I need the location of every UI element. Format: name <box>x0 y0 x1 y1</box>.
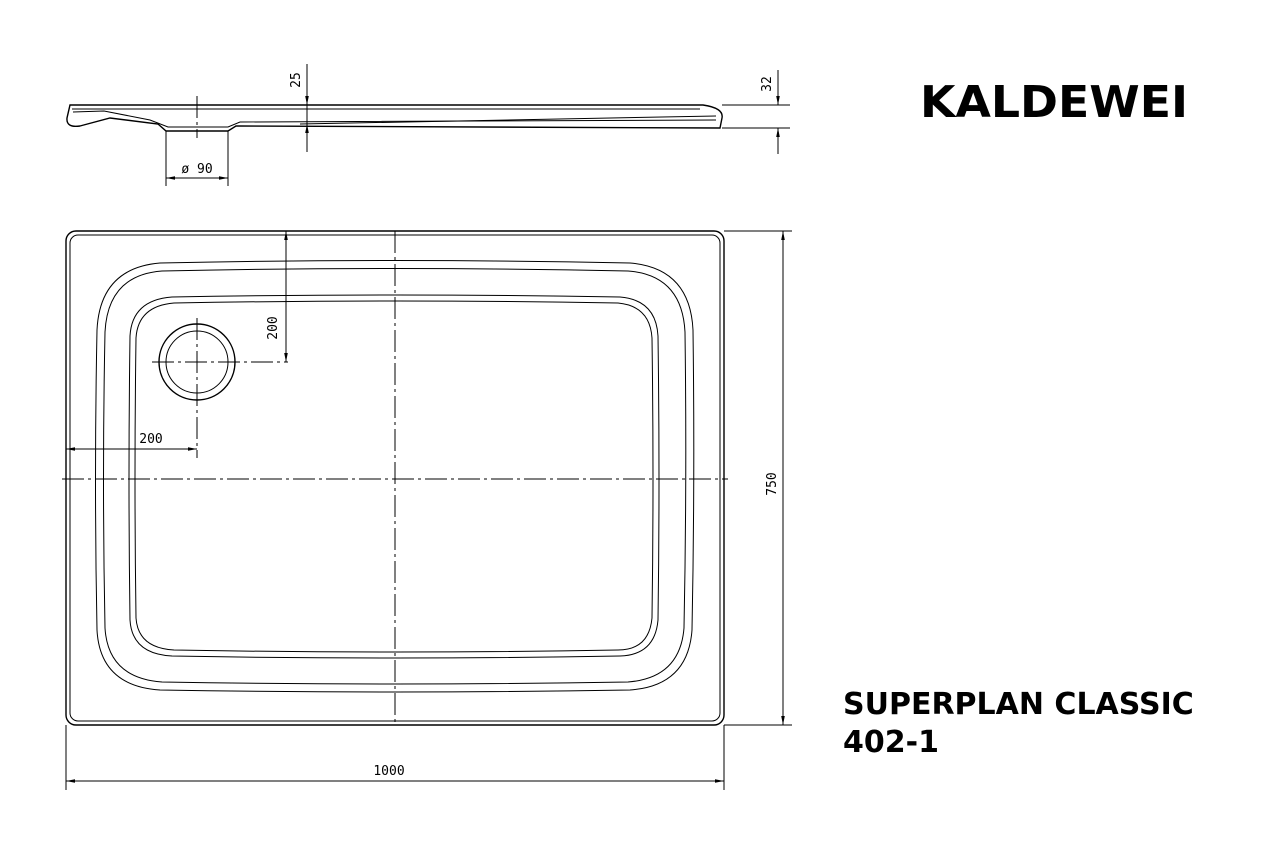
tray-floor-inner <box>134 300 654 653</box>
product-name: SUPERPLAN CLASSIC <box>843 687 1194 722</box>
drain-offset-y-label: 200 <box>266 316 281 339</box>
top-view: 200 200 750 1000 <box>62 230 792 790</box>
tray-floor-outer <box>128 294 660 659</box>
depth-label: 750 <box>765 472 780 495</box>
product-code: 402-1 <box>843 725 939 760</box>
side-view: ø 90 25 32 <box>66 64 790 186</box>
drain-depth-label: 25 <box>289 72 304 88</box>
tray-basin-middle <box>103 268 687 685</box>
drain-offset-x-label: 200 <box>139 432 162 447</box>
product-title: SUPERPLAN CLASSIC 402-1 <box>843 686 1194 762</box>
brand-logo: KALDEWEI <box>920 77 1189 128</box>
side-profile-inner <box>72 108 717 128</box>
drain-diameter-label: ø 90 <box>181 162 212 177</box>
height-label: 32 <box>760 76 775 92</box>
width-label: 1000 <box>373 764 404 779</box>
drain-depth-ext <box>299 115 717 125</box>
tray-basin-outer <box>95 260 695 693</box>
